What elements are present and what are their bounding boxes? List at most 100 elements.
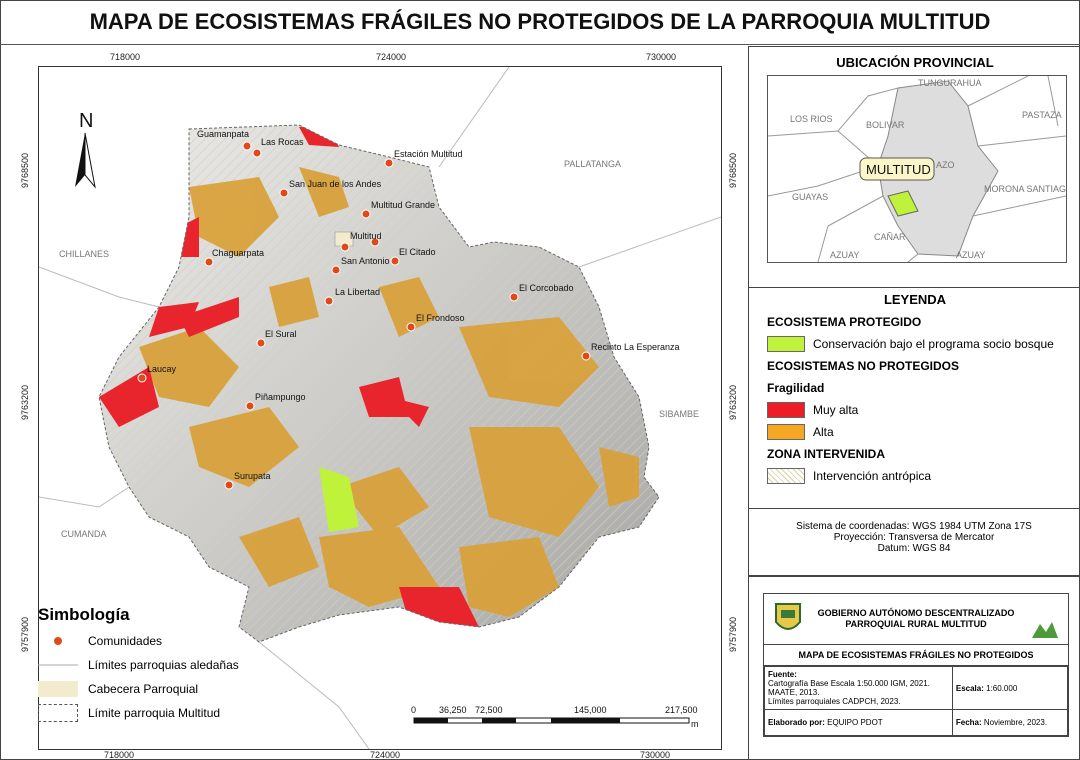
community-multitud[interactable]: Multitud bbox=[340, 231, 382, 252]
province-boundaries bbox=[768, 76, 1066, 262]
crs-line1: Sistema de coordenadas: WGS 1984 UTM Zon… bbox=[796, 521, 1032, 532]
community-recinto-la-esperanza[interactable]: Recinto La Esperanza bbox=[581, 342, 680, 361]
parish-limit-swatch-icon bbox=[38, 704, 78, 722]
community-san-juan-de-los-andes[interactable]: San Juan de los Andes bbox=[279, 179, 382, 198]
svg-text:La Libertad: La Libertad bbox=[335, 287, 380, 297]
legend-intervened-head: ZONA INTERVENIDA bbox=[767, 447, 886, 461]
crs-line2: Proyección: Transversa de Mercator bbox=[833, 532, 995, 543]
very-high-swatch bbox=[767, 402, 805, 418]
neighbor-label-sibambe: SIBAMBE bbox=[659, 409, 699, 419]
location-panel: UBICACIÓN PROVINCIAL TUNGURAHUA PASTAZA … bbox=[748, 46, 1080, 288]
cabecera-swatch-icon bbox=[38, 681, 78, 697]
community-pinampungo[interactable]: Piñampungo bbox=[245, 392, 306, 411]
map-canvas: CHILLANES PALLATANGA SIBAMBE CUMANDA Gua… bbox=[39, 67, 721, 749]
coord-y-left-3: 9757900 bbox=[20, 616, 30, 652]
crs-panel: Sistema de coordenadas: WGS 1984 UTM Zon… bbox=[748, 508, 1080, 576]
coord-x-bottom-2: 724000 bbox=[370, 750, 401, 760]
community-laucay[interactable]: Laucay bbox=[137, 364, 177, 383]
coord-y-right-3: 9757900 bbox=[728, 616, 738, 652]
svg-text:AZO: AZO bbox=[936, 160, 955, 170]
location-title: UBICACIÓN PROVINCIAL bbox=[836, 55, 994, 70]
made-label: Elaborado por: bbox=[768, 718, 825, 727]
north-arrow: N bbox=[75, 110, 96, 189]
svg-text:Recinto La Esperanza: Recinto La Esperanza bbox=[591, 342, 680, 352]
svg-text:Guamanpata: Guamanpata bbox=[197, 129, 249, 139]
community-multitud-grande[interactable]: Multitud Grande bbox=[361, 200, 435, 219]
made-value: EQUIPO PDOT bbox=[827, 718, 883, 727]
source-label: Fuente: bbox=[768, 670, 797, 679]
protected-swatch bbox=[767, 336, 805, 352]
community-el-sural[interactable]: El Sural bbox=[256, 329, 297, 348]
gov-line2: PARROQUIAL RURAL MULTITUD bbox=[845, 619, 987, 629]
symbology-item-parish-limit: Límite parroquia Multitud bbox=[88, 706, 221, 720]
source-line1: Cartografía Base Escala 1:50.000 IGM, 20… bbox=[768, 679, 930, 688]
svg-text:AZUAY: AZUAY bbox=[830, 250, 859, 260]
legend-very-high: Muy alta bbox=[813, 403, 859, 417]
svg-text:Multitud: Multitud bbox=[350, 231, 382, 241]
source-line2: MAATE, 2013. bbox=[768, 688, 820, 697]
protected-area bbox=[319, 467, 359, 532]
coord-x-top-3: 730000 bbox=[646, 52, 677, 62]
neighbor-boundary bbox=[438, 67, 510, 168]
scale-value: 1:60.000 bbox=[986, 683, 1018, 693]
svg-text:Surupata: Surupata bbox=[234, 471, 271, 481]
communities-layer: Guamanpata Las Rocas Estación Multitud S… bbox=[137, 129, 680, 490]
info-map-title: MAPA DE ECOSISTEMAS FRÁGILES NO PROTEGID… bbox=[764, 645, 1068, 666]
community-el-citado[interactable]: El Citado bbox=[390, 247, 436, 266]
gov-line1: GOBIERNO AUTÓNOMO DESCENTRALIZADO bbox=[817, 608, 1015, 618]
high-swatch bbox=[767, 424, 805, 440]
svg-text:BOLIVAR: BOLIVAR bbox=[866, 120, 905, 130]
svg-text:Chaguarpata: Chaguarpata bbox=[212, 248, 264, 258]
neighbor-boundary bbox=[39, 486, 130, 508]
community-san-antonio[interactable]: San Antonio bbox=[331, 256, 390, 275]
svg-text:AZUAY: AZUAY bbox=[956, 250, 985, 260]
svg-text:72,500: 72,500 bbox=[475, 705, 503, 715]
svg-text:GUAYAS: GUAYAS bbox=[792, 192, 828, 202]
community-el-corcobado[interactable]: El Corcobado bbox=[509, 283, 574, 302]
svg-text:Estación Multitud: Estación Multitud bbox=[394, 149, 463, 159]
crs-line3: Datum: WGS 84 bbox=[877, 543, 951, 554]
community-las-rocas[interactable]: Las Rocas bbox=[252, 137, 304, 158]
community-marker-icon bbox=[38, 635, 78, 647]
svg-text:MULTITUD: MULTITUD bbox=[866, 162, 931, 177]
svg-text:0: 0 bbox=[411, 705, 416, 715]
neighbor-label-pallatanga: PALLATANGA bbox=[564, 159, 621, 169]
coord-y-left-2: 9763200 bbox=[20, 384, 30, 420]
svg-text:LOS RIOS: LOS RIOS bbox=[790, 114, 833, 124]
svg-text:Laucay: Laucay bbox=[147, 364, 177, 374]
coord-y-left-1: 9768500 bbox=[20, 152, 30, 188]
main-map[interactable]: CHILLANES PALLATANGA SIBAMBE CUMANDA Gua… bbox=[38, 66, 722, 750]
multitud-location bbox=[887, 190, 919, 217]
svg-text:N: N bbox=[79, 110, 93, 132]
coord-y-right-2: 9763200 bbox=[728, 384, 738, 420]
svg-text:El Sural: El Sural bbox=[265, 329, 297, 339]
coord-x-top-2: 724000 bbox=[376, 52, 407, 62]
legend-title: LEYENDA bbox=[883, 292, 947, 307]
scale-bar: 0 36,250 72,500 145,000 217,500 m bbox=[411, 705, 699, 729]
svg-text:El Citado: El Citado bbox=[399, 247, 436, 257]
line-icon bbox=[38, 662, 78, 668]
date-value: Noviembre, 2023. bbox=[983, 718, 1048, 727]
community-el-frondoso[interactable]: El Frondoso bbox=[406, 313, 465, 332]
date-label: Fecha: bbox=[955, 718, 982, 727]
legend-fragility-head: Fragilidad bbox=[767, 381, 825, 395]
svg-text:PASTAZA: PASTAZA bbox=[1022, 110, 1062, 120]
coord-x-top-1: 718000 bbox=[110, 52, 141, 62]
legend-panel: LEYENDA ECOSISTEMA PROTEGIDO Conservació… bbox=[748, 286, 1080, 509]
legend-protected-head: ECOSISTEMA PROTEGIDO bbox=[767, 315, 922, 329]
info-table: Fuente: Cartografía Base Escala 1:50.000… bbox=[764, 666, 1069, 736]
coord-x-bottom-1: 718000 bbox=[104, 750, 135, 760]
high-fragility-areas bbox=[139, 167, 639, 617]
svg-text:Multitud Grande: Multitud Grande bbox=[371, 200, 435, 210]
neighbor-boundary bbox=[578, 216, 721, 268]
community-chaguarpata[interactable]: Chaguarpata bbox=[204, 248, 264, 267]
scale-label: Escala: bbox=[955, 683, 984, 693]
community-la-libertad[interactable]: La Libertad bbox=[324, 287, 380, 306]
neighbor-boundary bbox=[258, 641, 370, 749]
location-map[interactable]: TUNGURAHUA PASTAZA LOS RIOS BOLIVAR AZO … bbox=[767, 75, 1067, 263]
community-surupata[interactable]: Surupata bbox=[224, 471, 271, 490]
symbology-item-cabecera: Cabecera Parroquial bbox=[88, 682, 199, 696]
svg-text:217,500: 217,500 bbox=[665, 705, 698, 715]
community-estacion-multitud[interactable]: Estación Multitud bbox=[384, 149, 463, 168]
community-guamanpata[interactable]: Guamanpata bbox=[197, 129, 252, 151]
